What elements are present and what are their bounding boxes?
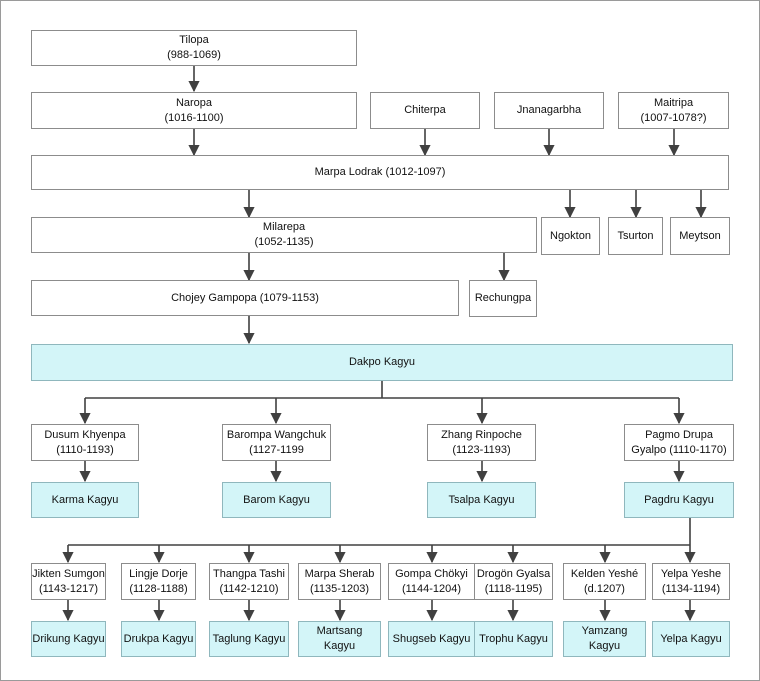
school-trophu-kagyu[interactable]: Trophu Kagyu	[474, 621, 553, 657]
node-yelpa-yeshe-dates: (1134-1194)	[661, 582, 721, 595]
school-drukpa-kagyu[interactable]: Drukpa Kagyu	[121, 621, 196, 657]
node-gompa-chokyi[interactable]: Gompa Chökyi (1144-1204)	[388, 563, 475, 600]
node-pagmo-drupa[interactable]: Pagmo Drupa Gyalpo (1110-1170)	[624, 424, 734, 461]
node-marpa-sherab[interactable]: Marpa Sherab (1135-1203)	[298, 563, 381, 600]
school-barom-kagyu[interactable]: Barom Kagyu	[222, 482, 331, 518]
node-kelden-yeshe-dates: (d.1207)	[584, 582, 625, 595]
school-pagdru-kagyu[interactable]: Pagdru Kagyu	[624, 482, 734, 518]
node-lingje-dorje-name: Lingje Dorje	[129, 567, 188, 580]
node-gampopa-name: Chojey Gampopa (1079-1153)	[171, 291, 319, 304]
school-shugseb-kagyu[interactable]: Shugseb Kagyu	[388, 621, 475, 657]
school-drukpa-kagyu-label: Drukpa Kagyu	[123, 632, 194, 645]
school-pagdru-kagyu-label: Pagdru Kagyu	[644, 493, 714, 506]
school-yamzang-kagyu-line1: Yamzang	[581, 625, 628, 637]
node-jnanagarbha[interactable]: Jnanagarbha	[494, 92, 604, 129]
school-tsalpa-kagyu[interactable]: Tsalpa Kagyu	[427, 482, 536, 518]
node-dusum-khyenpa-dates: (1110-1193)	[56, 443, 114, 456]
node-jnanagarbha-name: Jnanagarbha	[516, 104, 582, 116]
node-drogon-gyalsa[interactable]: Drogön Gyalsa (1118-1195)	[474, 563, 553, 600]
node-gampopa[interactable]: Chojey Gampopa (1079-1153)	[31, 280, 459, 316]
node-zhang-rinpoche-name: Zhang Rinpoche	[441, 428, 522, 441]
node-maitripa[interactable]: Maitripa (1007-1078?)	[618, 92, 729, 129]
node-tilopa[interactable]: Tilopa (988-1069)	[31, 30, 357, 66]
node-rechungpa[interactable]: Rechungpa	[469, 280, 537, 317]
node-naropa-name: Naropa	[175, 96, 213, 109]
node-yelpa-yeshe-name: Yelpa Yeshe	[660, 567, 722, 580]
node-milarepa-dates: (1052-1135)	[254, 236, 314, 248]
node-jikten-sumgon-name: Jikten Sumgon	[32, 567, 105, 580]
school-taglung-kagyu[interactable]: Taglung Kagyu	[209, 621, 289, 657]
school-karma-kagyu[interactable]: Karma Kagyu	[31, 482, 139, 518]
node-ngokton[interactable]: Ngokton	[541, 217, 600, 255]
node-zhang-rinpoche[interactable]: Zhang Rinpoche (1123-1193)	[427, 424, 536, 461]
node-marpa-sherab-dates: (1135-1203)	[309, 582, 370, 595]
school-yelpa-kagyu[interactable]: Yelpa Kagyu	[652, 621, 730, 657]
school-dakpo-kagyu-label: Dakpo Kagyu	[348, 356, 416, 368]
node-maitripa-name: Maitripa	[653, 96, 694, 109]
node-naropa[interactable]: Naropa (1016-1100)	[31, 92, 357, 129]
school-martsang-kagyu[interactable]: Martsang Kagyu	[298, 621, 381, 657]
node-zhang-rinpoche-dates: (1123-1193)	[452, 443, 511, 456]
school-trophu-kagyu-label: Trophu Kagyu	[479, 632, 548, 645]
node-barompa-wangchuk-dates: (1127-1199	[249, 443, 304, 456]
node-pagmo-drupa-name: Pagmo Drupa	[645, 428, 713, 441]
school-drikung-kagyu-label: Drikung Kagyu	[32, 632, 105, 645]
node-lingje-dorje-dates: (1128-1188)	[129, 582, 188, 595]
node-marpa[interactable]: Marpa Lodrak (1012-1097)	[31, 155, 729, 190]
school-martsang-kagyu-line2: Kagyu	[323, 640, 356, 652]
school-barom-kagyu-label: Barom Kagyu	[243, 493, 310, 506]
node-drogon-gyalsa-name: Drogön Gyalsa	[476, 567, 551, 580]
node-dusum-khyenpa-name: Dusum Khyenpa	[44, 428, 126, 441]
node-kelden-yeshe[interactable]: Kelden Yeshé (d.1207)	[563, 563, 646, 600]
school-drikung-kagyu[interactable]: Drikung Kagyu	[31, 621, 106, 657]
node-yelpa-yeshe[interactable]: Yelpa Yeshe (1134-1194)	[652, 563, 730, 600]
school-shugseb-kagyu-label: Shugseb Kagyu	[392, 632, 471, 645]
school-dakpo-kagyu[interactable]: Dakpo Kagyu	[31, 344, 733, 381]
node-jikten-sumgon[interactable]: Jikten Sumgon (1143-1217)	[31, 563, 106, 600]
node-dusum-khyenpa[interactable]: Dusum Khyenpa (1110-1193)	[31, 424, 139, 461]
node-thangpa-tashi[interactable]: Thangpa Tashi (1142-1210)	[209, 563, 289, 600]
node-rechungpa-name: Rechungpa	[474, 292, 532, 304]
node-thangpa-tashi-dates: (1142-1210)	[219, 582, 279, 595]
node-tsurton-name: Tsurton	[617, 229, 654, 242]
node-drogon-gyalsa-dates: (1118-1195)	[484, 582, 543, 595]
node-jikten-sumgon-dates: (1143-1217)	[38, 582, 99, 595]
node-chiterpa-name: Chiterpa	[404, 104, 446, 116]
node-marpa-sherab-name: Marpa Sherab	[304, 567, 375, 580]
node-lingje-dorje[interactable]: Lingje Dorje (1128-1188)	[121, 563, 196, 600]
node-tilopa-dates: (988-1069)	[167, 49, 221, 61]
school-yamzang-kagyu[interactable]: Yamzang Kagyu	[563, 621, 646, 657]
node-naropa-dates: (1016-1100)	[164, 111, 224, 124]
node-meytson-name: Meytson	[679, 229, 721, 242]
node-gompa-chokyi-dates: (1144-1204)	[401, 582, 462, 595]
school-yamzang-kagyu-line2: Kagyu	[588, 640, 621, 652]
node-tsurton[interactable]: Tsurton	[608, 217, 663, 255]
node-meytson[interactable]: Meytson	[670, 217, 730, 255]
node-milarepa[interactable]: Milarepa (1052-1135)	[31, 217, 537, 253]
school-karma-kagyu-label: Karma Kagyu	[51, 493, 119, 506]
node-tilopa-name: Tilopa	[179, 34, 209, 46]
node-thangpa-tashi-name: Thangpa Tashi	[213, 567, 285, 580]
node-kelden-yeshe-name: Kelden Yeshé	[570, 567, 639, 580]
node-pagmo-drupa-dates: Gyalpo (1110-1170)	[631, 443, 727, 456]
node-milarepa-name: Milarepa	[262, 221, 306, 233]
node-ngokton-name: Ngokton	[550, 229, 591, 242]
node-marpa-name: Marpa Lodrak (1012-1097)	[314, 166, 446, 178]
node-barompa-wangchuk[interactable]: Barompa Wangchuk (1127-1199	[222, 424, 331, 461]
school-tsalpa-kagyu-label: Tsalpa Kagyu	[448, 493, 515, 506]
school-yelpa-kagyu-label: Yelpa Kagyu	[660, 632, 722, 645]
school-martsang-kagyu-line1: Martsang	[316, 625, 363, 637]
node-chiterpa[interactable]: Chiterpa	[370, 92, 480, 129]
node-gompa-chokyi-name: Gompa Chökyi	[395, 567, 468, 580]
school-taglung-kagyu-label: Taglung Kagyu	[212, 632, 286, 645]
node-maitripa-dates: (1007-1078?)	[640, 111, 707, 124]
node-barompa-wangchuk-name: Barompa Wangchuk	[226, 428, 327, 441]
